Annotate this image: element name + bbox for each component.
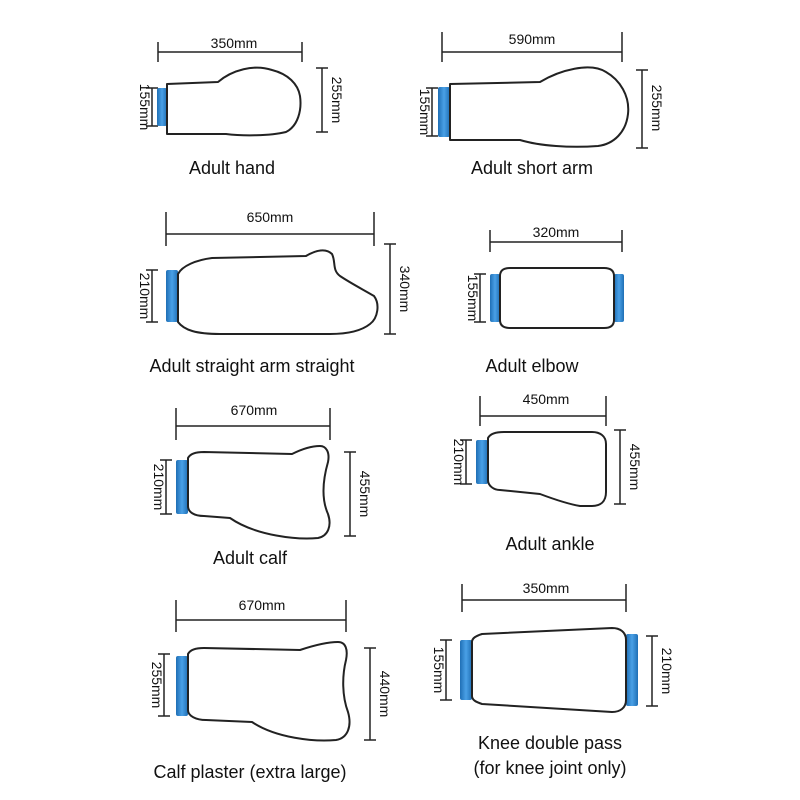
width-label: 350mm [523,580,570,596]
left-height-label: 155mm [137,84,153,131]
calf-cover-outline [187,445,331,540]
item-adult-elbow: 320mm 155mm [465,224,624,329]
caption-adult-short-arm: Adult short arm [470,158,594,178]
width-label: 670mm [231,402,278,418]
item-knee-double-pass: 350mm 155mm 210mm [431,580,675,713]
item-adult-short-arm: 590mm 155mm 255mm [417,31,665,149]
left-height-label: 255mm [149,662,165,709]
left-height-label: 210mm [151,464,167,511]
item-calf-plaster-xl: 670mm 255mm 440mm [149,597,393,742]
cuff-left [166,270,178,322]
calf-plaster-cover-outline [187,641,351,742]
width-label: 670mm [239,597,286,613]
knee-cover-outline [471,627,627,713]
right-height-label: 455mm [627,444,643,491]
left-height-label: 155mm [431,647,447,694]
right-height-label: 440mm [377,671,393,718]
caption-knee-double-pass: Knee double pass [477,733,623,753]
caption-adult-hand: Adult hand [188,158,276,178]
caption-knee-double-pass-note: (for knee joint only) [473,758,627,778]
caption-adult-calf: Adult calf [212,548,288,568]
cuff-left [176,656,188,716]
width-label: 350mm [211,35,258,51]
item-adult-calf: 670mm 210mm 455mm [151,402,373,540]
left-height-label: 210mm [451,439,467,486]
hand-cover-outline [166,66,302,137]
straight-arm-cover-outline [177,249,379,335]
cuff-right [614,274,624,322]
cuff-left [438,87,450,137]
caption-adult-elbow: Adult elbow [485,356,579,376]
width-label: 450mm [523,391,570,407]
right-height-label: 340mm [397,266,413,313]
cuff-left [490,274,500,322]
cuff-left [157,88,167,126]
width-label: 650mm [247,209,294,225]
caption-adult-ankle: Adult ankle [505,534,595,554]
right-height-label: 455mm [357,471,373,518]
short-arm-cover-outline [449,66,630,148]
item-adult-ankle: 450mm 210mm 455mm [451,391,643,507]
item-adult-hand: 350mm 155mm 255mm [137,35,345,137]
width-label: 320mm [533,224,580,240]
right-height-label: 255mm [329,77,345,124]
cuff-left [476,440,488,484]
ankle-cover-outline [487,431,607,507]
cuff-left [176,460,188,514]
left-height-label: 155mm [465,275,481,322]
right-height-label: 210mm [659,648,675,695]
cuff-right [626,634,638,706]
elbow-cover-outline [499,267,615,329]
item-adult-straight-arm: 650mm 210mm 340mm [137,209,413,335]
width-label: 590mm [509,31,556,47]
left-height-label: 155mm [417,89,433,136]
cuff-left [460,640,472,700]
caption-adult-straight-arm: Adult straight arm straight [149,356,355,376]
left-height-label: 210mm [137,273,153,320]
caption-calf-plaster: Calf plaster (extra large) [153,762,347,782]
right-height-label: 255mm [649,85,665,132]
